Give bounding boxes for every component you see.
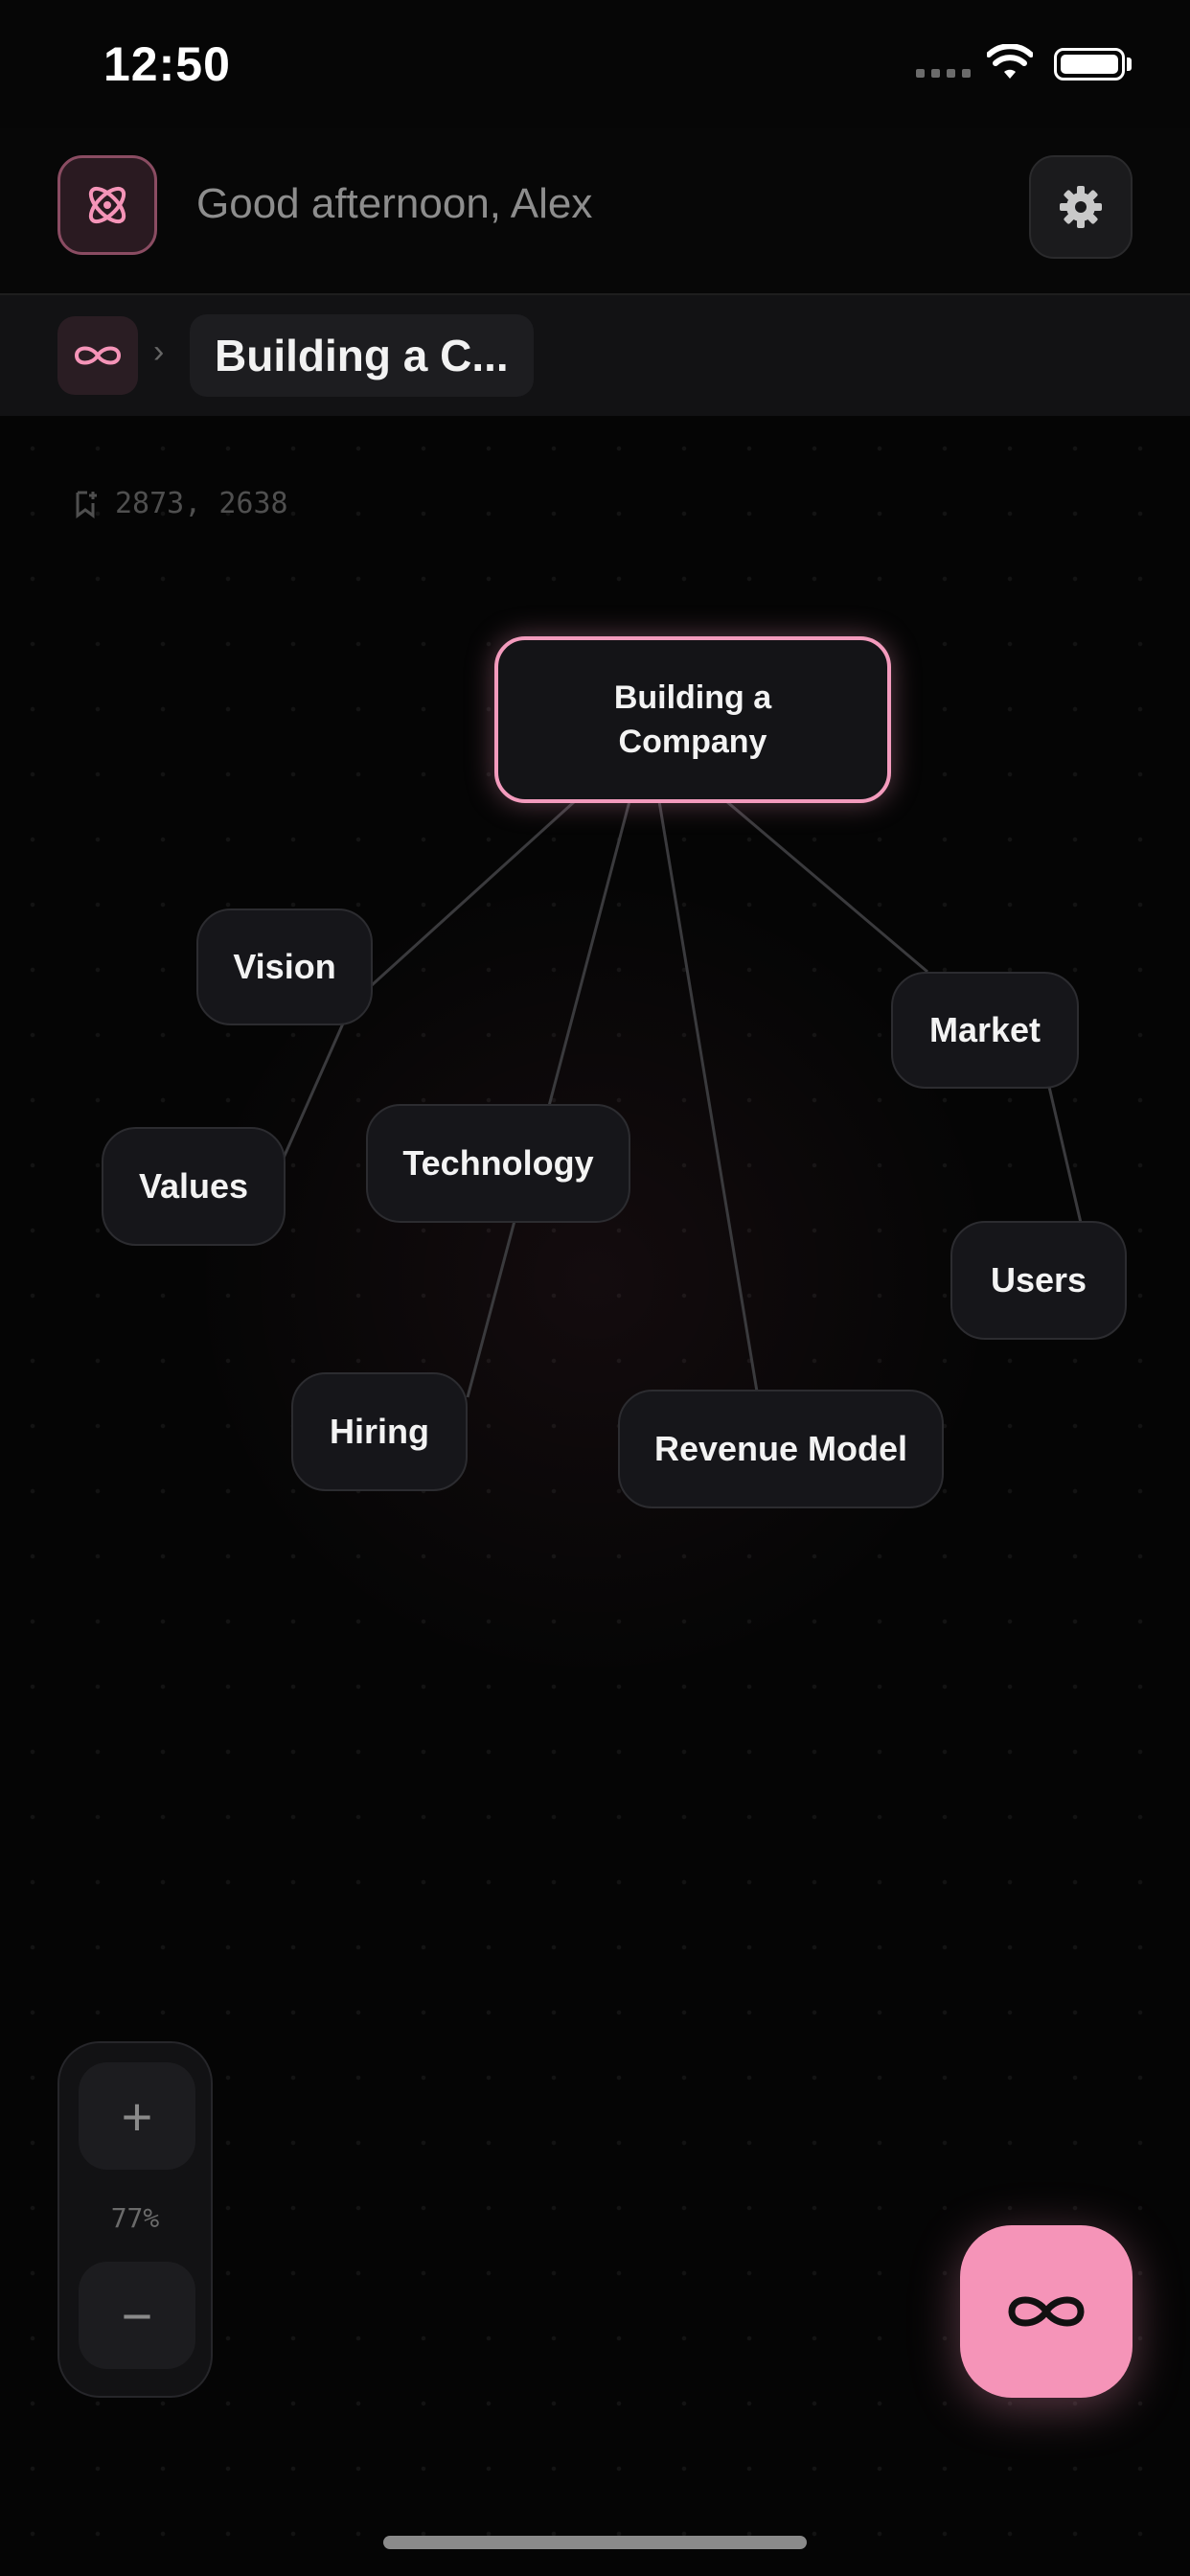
mind-map-node-users[interactable]: Users <box>950 1221 1127 1340</box>
zoom-in-button[interactable]: + <box>79 2062 195 2170</box>
breadcrumb: › Building a C... <box>0 295 1190 418</box>
mind-map-node-technology[interactable]: Technology <box>366 1104 630 1223</box>
mind-map-node-revenue-model[interactable]: Revenue Model <box>618 1390 944 1508</box>
mind-map-node-market[interactable]: Market <box>891 972 1079 1089</box>
breadcrumb-current[interactable]: Building a C... <box>190 314 534 397</box>
atom-icon <box>88 186 126 224</box>
gear-icon <box>1060 186 1102 228</box>
wifi-icon <box>987 44 1033 79</box>
edge-root-vision <box>370 799 577 987</box>
edge-technology-hiring <box>466 1220 516 1398</box>
add-node-fab[interactable] <box>960 2225 1133 2398</box>
breadcrumb-separator: › <box>153 334 165 370</box>
cellular-signal-icon <box>916 69 971 78</box>
coordinates-text: 2873, 2638 <box>115 487 288 520</box>
mind-map-root-node[interactable]: Building a Company <box>494 636 891 803</box>
greeting-text: Good afternoon, Alex <box>196 180 593 227</box>
infinity-icon <box>1008 2296 1085 2327</box>
status-bar: 12:50 <box>0 0 1190 128</box>
home-indicator <box>383 2536 807 2549</box>
edge-vision-values <box>282 1023 345 1159</box>
mind-map-node-hiring[interactable]: Hiring <box>291 1372 468 1491</box>
edge-root-technology <box>547 800 631 1107</box>
app-logo-button[interactable] <box>57 155 157 255</box>
bookmark-add-icon <box>76 491 97 518</box>
edge-market-users <box>1047 1086 1083 1224</box>
edge-root-market <box>725 799 928 974</box>
breadcrumb-home-button[interactable] <box>57 316 138 395</box>
settings-button[interactable] <box>1029 155 1133 259</box>
battery-icon <box>1054 48 1125 80</box>
zoom-control: + 77% − <box>57 2041 213 2398</box>
zoom-level: 77% <box>110 2202 160 2234</box>
edge-root-revenue <box>657 800 759 1392</box>
coordinate-readout: 2873, 2638 <box>75 487 288 520</box>
mind-map-node-vision[interactable]: Vision <box>196 908 373 1025</box>
zoom-out-button[interactable]: − <box>79 2262 195 2369</box>
mind-map-node-values[interactable]: Values <box>102 1127 286 1246</box>
app-header: Good afternoon, Alex <box>0 128 1190 295</box>
status-time: 12:50 <box>103 37 231 91</box>
infinity-icon <box>74 346 122 365</box>
